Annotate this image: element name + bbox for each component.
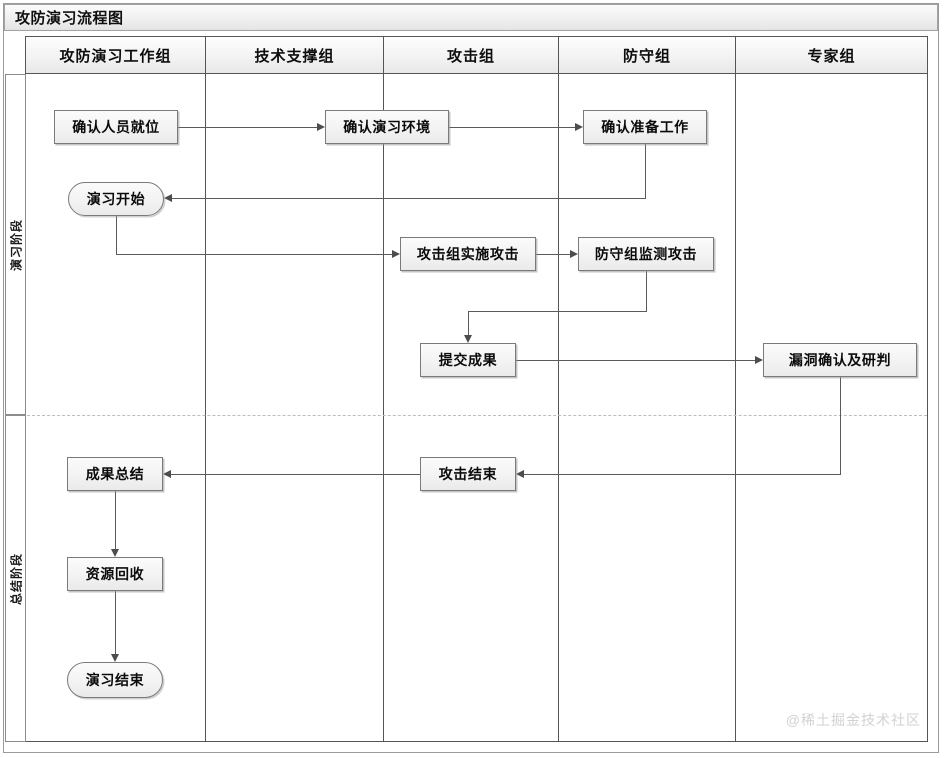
lane-header-4: 防守组 [558, 36, 735, 74]
flow-node-label: 攻击结束 [438, 466, 498, 482]
phase-strip-1: 演习阶段 [5, 74, 26, 415]
connector-defense-monitor-to-submit [468, 311, 469, 335]
flow-node-label: 确认演习环境 [343, 119, 431, 135]
title-bar: 攻防演习流程图 [4, 4, 938, 31]
flow-node-n11[interactable]: 资源回收 [67, 557, 163, 591]
flow-node-label: 确认人员就位 [72, 119, 160, 135]
connector-confirm-staff-to-environment [178, 127, 317, 128]
connector-defense-monitor-to-submit [468, 311, 646, 312]
arrowhead-summary-to-resource-recovery [111, 549, 119, 557]
connector-expert-review-to-attack-end [524, 474, 840, 475]
flow-node-n4[interactable]: 演习开始 [68, 182, 164, 216]
connector-submit-to-expert-review [516, 360, 755, 361]
flow-node-n8[interactable]: 漏洞确认及研判 [763, 343, 917, 377]
lane-header-label: 攻防演习工作组 [59, 47, 172, 65]
lane-header-1: 攻防演习工作组 [25, 36, 205, 74]
arrowhead-environment-to-preparation [575, 123, 583, 131]
flow-node-label: 资源回收 [85, 566, 145, 582]
flow-node-n6[interactable]: 防守组监测攻击 [578, 237, 714, 271]
phase-label: 演习阶段 [9, 218, 23, 271]
arrowhead-confirm-staff-to-environment [317, 123, 325, 131]
flow-node-label: 确认准备工作 [601, 119, 689, 135]
flow-node-label: 演习开始 [86, 191, 146, 207]
arrowhead-preparation-to-drill-start [164, 194, 172, 202]
connector-preparation-to-drill-start [172, 198, 645, 199]
flow-node-n7[interactable]: 提交成果 [420, 343, 516, 377]
flow-node-n5[interactable]: 攻击组实施攻击 [400, 237, 536, 271]
connector-attack-end-to-summary [171, 474, 420, 475]
connector-drill-start-to-attack-team [116, 216, 117, 255]
arrowhead-attack-to-defense-monitor [570, 250, 578, 258]
flow-node-n12[interactable]: 演习结束 [67, 662, 163, 698]
lane-header-label: 防守组 [622, 47, 671, 65]
connector-expert-review-to-attack-end [840, 377, 841, 475]
connector-resource-recovery-to-drill-end [115, 591, 116, 654]
flow-node-n3[interactable]: 确认准备工作 [583, 110, 707, 144]
lane-header-label: 技术支撑组 [254, 47, 335, 65]
lane-header-label: 专家组 [807, 47, 856, 65]
diagram-title: 攻防演习流程图 [15, 10, 124, 27]
arrowhead-submit-to-expert-review [755, 356, 763, 364]
phase-separator [27, 415, 927, 416]
connector-defense-monitor-to-submit [646, 271, 647, 312]
connector-drill-start-to-attack-team [116, 254, 392, 255]
flow-node-label: 提交成果 [438, 352, 498, 368]
flow-node-n1[interactable]: 确认人员就位 [54, 110, 178, 144]
lane-body-2 [205, 74, 383, 742]
lane-body-4 [558, 74, 735, 742]
phase-strip-2: 总结阶段 [5, 415, 26, 742]
connector-environment-to-preparation [449, 127, 575, 128]
flow-node-n2[interactable]: 确认演习环境 [325, 110, 449, 144]
arrowhead-expert-review-to-attack-end [516, 470, 524, 478]
flow-node-label: 成果总结 [85, 466, 145, 482]
lane-header-label: 攻击组 [446, 47, 495, 65]
arrowhead-resource-recovery-to-drill-end [111, 654, 119, 662]
lane-body-3 [383, 74, 558, 742]
connector-summary-to-resource-recovery [115, 491, 116, 549]
lane-header-5: 专家组 [735, 36, 928, 74]
lane-body-5 [735, 74, 928, 742]
arrowhead-attack-end-to-summary [163, 470, 171, 478]
flow-node-label: 演习结束 [85, 672, 145, 688]
flow-node-label: 防守组监测攻击 [594, 246, 698, 262]
flow-node-n9[interactable]: 成果总结 [67, 457, 163, 491]
lane-header-2: 技术支撑组 [205, 36, 383, 74]
flow-node-label: 漏洞确认及研判 [788, 352, 892, 368]
arrowhead-drill-start-to-attack-team [392, 250, 400, 258]
phase-label: 总结阶段 [9, 552, 23, 605]
connector-preparation-to-drill-start [645, 144, 646, 199]
arrowhead-defense-monitor-to-submit [464, 335, 472, 343]
watermark: @稀土掘金技术社区 [785, 712, 921, 728]
connector-attack-to-defense-monitor [536, 254, 570, 255]
flow-node-n10[interactable]: 攻击结束 [420, 457, 516, 491]
lane-header-3: 攻击组 [383, 36, 558, 74]
flow-node-label: 攻击组实施攻击 [416, 246, 520, 262]
